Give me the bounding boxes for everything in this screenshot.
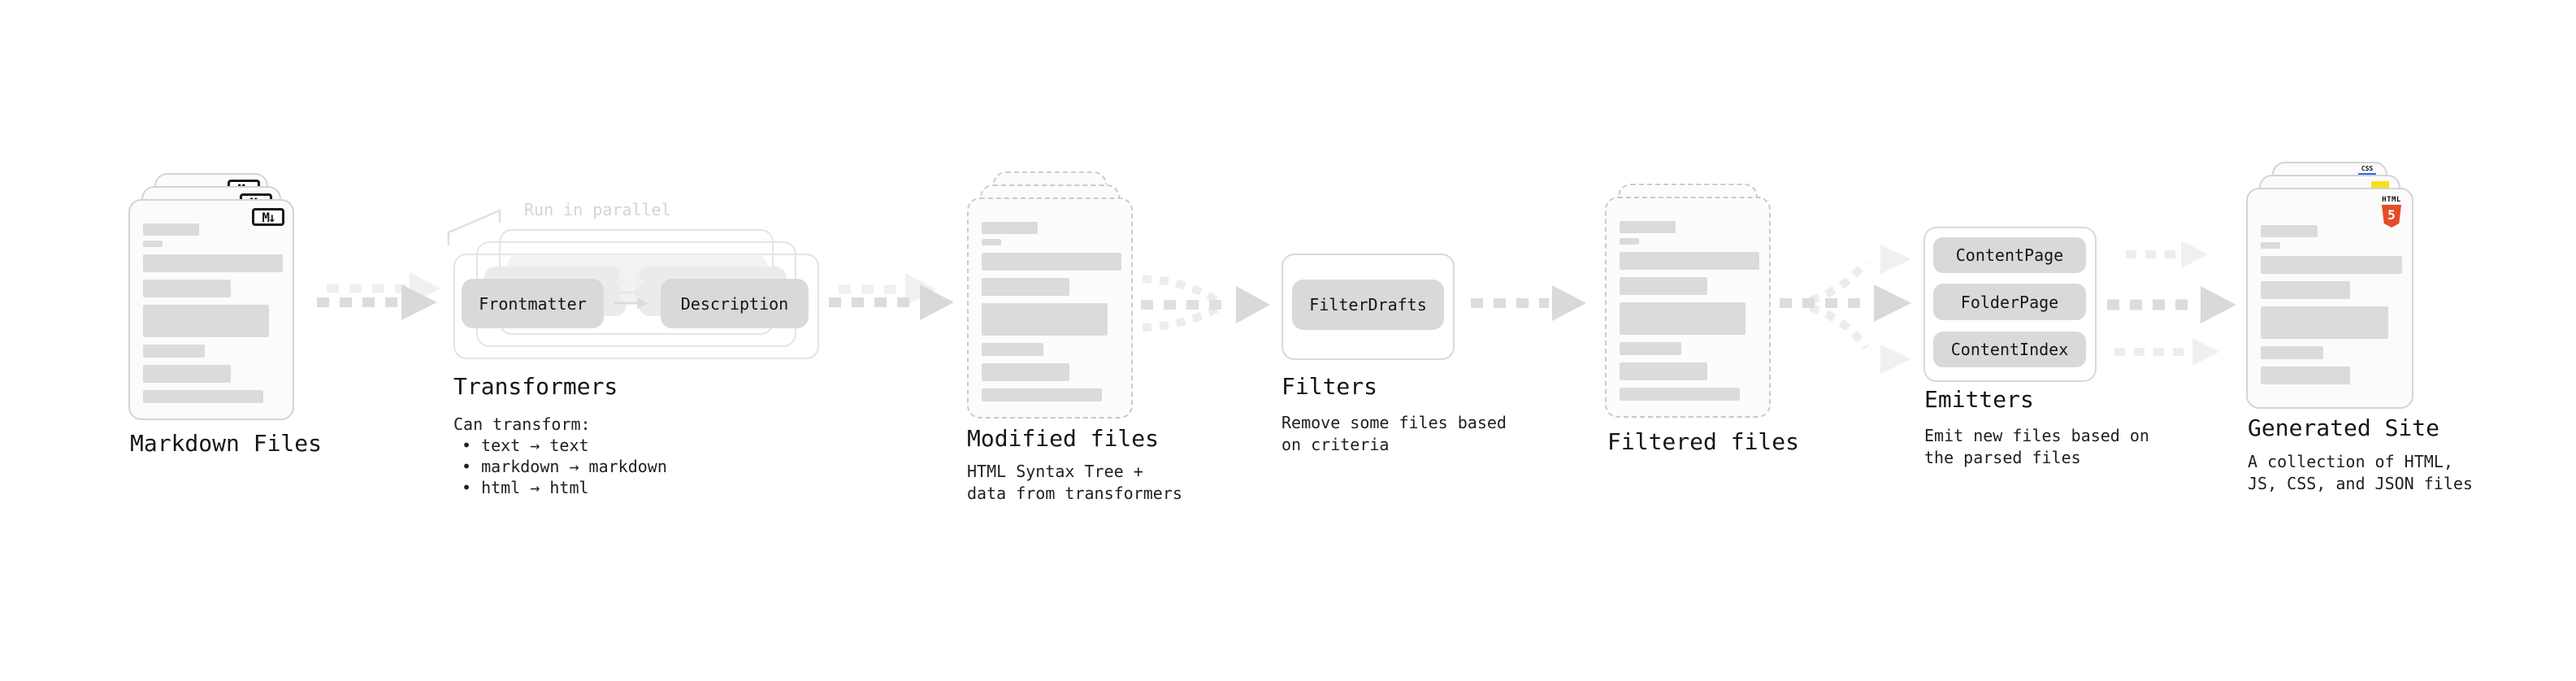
document-content-placeholder <box>2261 225 2402 392</box>
arrow-markdown-to-transformers <box>317 272 440 320</box>
generated-html-card: HTML 5 <box>2246 188 2413 409</box>
arrow-filtered-to-emitters <box>1780 245 1911 374</box>
run-in-parallel-annotation: Run in parallel <box>524 200 671 219</box>
arrow-emitters-to-generated <box>2107 241 2236 366</box>
filters-heading: Filters <box>1281 373 1378 400</box>
transformers-description: Can transform: • text → text • markdown … <box>453 414 667 498</box>
filterdrafts-pill: FilterDrafts <box>1292 280 1444 330</box>
document-content-placeholder <box>982 222 1121 409</box>
contentindex-pill: ContentIndex <box>1933 332 2086 367</box>
bullet-markdown-to-markdown: • markdown → markdown <box>462 457 667 476</box>
css-icon-label: CSS <box>2361 165 2374 172</box>
contentpage-pill: ContentPage <box>1933 237 2086 273</box>
css-icon-underline <box>2358 173 2376 176</box>
bullet-html-to-html: • html → html <box>462 478 589 497</box>
arrow-modified-to-filters <box>1141 275 1270 332</box>
html5-icon: HTML 5 <box>2381 196 2402 228</box>
modified-file-card-front <box>967 197 1133 419</box>
frontmatter-pill: Frontmatter <box>462 279 604 328</box>
folderpage-pill: FolderPage <box>1933 284 2086 320</box>
emitters-description: Emit new files based on the parsed files <box>1924 426 2149 467</box>
modified-files-description: HTML Syntax Tree + data from transformer… <box>967 462 1182 503</box>
filtered-files-label: Filtered files <box>1607 428 1800 455</box>
css-icon: CSS <box>2358 165 2376 176</box>
can-transform-title: Can transform: <box>453 414 591 434</box>
modified-files-label: Modified files <box>967 425 1160 452</box>
generated-site-label: Generated Site <box>2248 414 2440 441</box>
markdown-icon: M↓ <box>252 208 284 226</box>
bullet-text-to-text: • text → text <box>462 436 589 455</box>
transformers-heading: Transformers <box>453 373 618 400</box>
filtered-file-card-front <box>1605 197 1771 418</box>
document-content-placeholder <box>143 223 283 410</box>
arrow-filters-to-filtered <box>1471 285 1586 321</box>
html5-icon-word: HTML <box>2382 196 2401 204</box>
html5-icon-shield: 5 <box>2382 205 2401 228</box>
markdown-file-card-front: M↓ <box>128 199 294 420</box>
emitters-heading: Emitters <box>1924 386 2034 413</box>
filters-description: Remove some files based on criteria <box>1281 413 1507 454</box>
description-pill: Description <box>661 279 809 328</box>
annotation-leader-line <box>447 209 501 245</box>
generated-site-description: A collection of HTML, JS, CSS, and JSON … <box>2248 452 2473 493</box>
markdown-files-label: Markdown Files <box>130 430 323 457</box>
document-content-placeholder <box>1620 221 1759 408</box>
arrow-transformers-to-modified <box>829 273 954 320</box>
